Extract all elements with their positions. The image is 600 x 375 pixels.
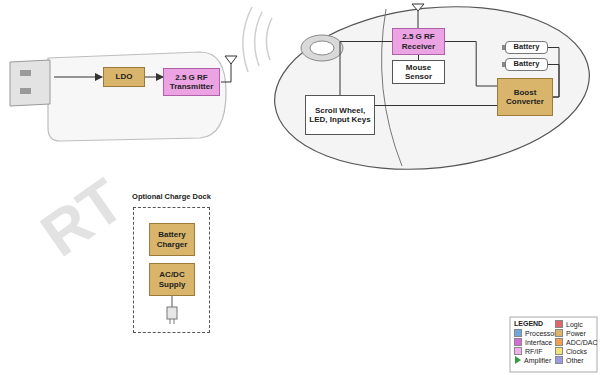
power-box: LDO xyxy=(103,67,145,87)
battery-cell: Battery xyxy=(505,41,548,54)
box-label: Scroll Wheel, LED, Input Keys xyxy=(309,106,371,124)
sensor-box: Mouse Sensor xyxy=(392,60,445,84)
power-plug xyxy=(167,296,177,324)
amplifier-symbol xyxy=(514,356,522,364)
box-label: Battery Charger xyxy=(153,230,191,248)
legend-swatch xyxy=(514,329,522,337)
box-label: Mouse Sensor xyxy=(396,63,441,81)
box-label: Battery xyxy=(514,60,540,69)
power-box: AC/DC Supply xyxy=(149,263,195,296)
io-box: Scroll Wheel, LED, Input Keys xyxy=(305,95,375,135)
legend-text: Power xyxy=(566,330,586,337)
legend-swatch xyxy=(514,338,522,346)
connector-line xyxy=(445,42,497,87)
battery-cell: Battery xyxy=(505,58,548,71)
watermark: RT xyxy=(28,165,136,271)
connector-line xyxy=(375,105,497,106)
legend-swatch xyxy=(514,347,522,355)
legend-swatch xyxy=(555,329,563,337)
legend-swatch xyxy=(555,320,563,328)
legend-text: Other xyxy=(566,357,584,364)
legend-entry: Clocks xyxy=(555,347,587,355)
mouse-body xyxy=(267,0,598,184)
legend-text: ADC/DAC xyxy=(566,339,598,346)
legend-title: LEGEND xyxy=(514,320,543,327)
box-label: Boost Converter xyxy=(501,88,549,106)
legend-text: Amplifier xyxy=(524,357,551,364)
box-label: 2.5 G RF Receiver xyxy=(396,32,441,50)
power-box: Boost Converter xyxy=(497,78,553,116)
rf-box: 2.5 G RF Receiver xyxy=(392,28,445,55)
box-label: Battery xyxy=(514,43,540,52)
box-label: 2.5 G RF Transmitter xyxy=(167,73,216,91)
legend-swatch xyxy=(555,338,563,346)
legend-box xyxy=(510,317,597,372)
legend-text: RF/IF xyxy=(525,348,543,355)
legend-entry: Other xyxy=(555,356,584,364)
box-label: LDO xyxy=(116,72,133,81)
legend-text: Interface xyxy=(525,339,552,346)
connector-line xyxy=(145,77,163,78)
usb-dongle xyxy=(10,52,237,141)
power-box: Battery Charger xyxy=(149,223,195,256)
legend-swatch xyxy=(555,356,563,364)
legend-entry: Interface xyxy=(514,338,552,346)
legend-entry: RF/IF xyxy=(514,347,543,355)
legend-entry: ADC/DAC xyxy=(555,338,598,346)
legend-text: Logic xyxy=(566,321,583,328)
legend-entry: Logic xyxy=(555,320,583,328)
legend-text: Clocks xyxy=(566,348,587,355)
region-heading: Optional Charge Dock xyxy=(132,193,211,202)
connector-line xyxy=(340,42,392,96)
rf-box: 2.5 G RF Transmitter xyxy=(163,68,220,96)
legend-entry: Amplifier xyxy=(514,356,551,364)
legend-entry: Power xyxy=(555,329,586,337)
legend-swatch xyxy=(555,347,563,355)
dock-region: Optional Charge DockBattery ChargerAC/DC… xyxy=(133,207,210,333)
legend-text: Processor xyxy=(525,330,557,337)
box-label: AC/DC Supply xyxy=(153,270,191,288)
wireless-waves xyxy=(243,7,272,72)
legend-entry: Processor xyxy=(514,329,557,337)
